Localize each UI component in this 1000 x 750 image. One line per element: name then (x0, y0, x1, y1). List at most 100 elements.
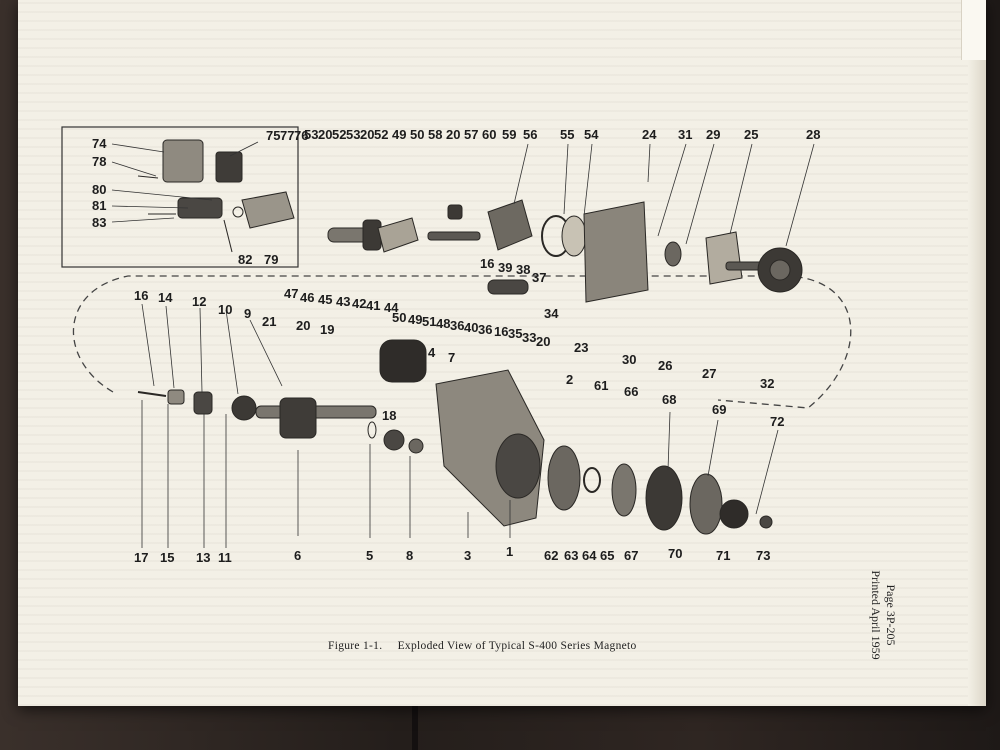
callout: 77 (280, 128, 294, 143)
callout: 50 (392, 310, 406, 325)
lower-assembly-parts (137, 339, 773, 535)
callout: 43 (336, 294, 350, 309)
callout: 80 (92, 182, 106, 197)
callout: 41 (366, 298, 380, 313)
callout: 52 (374, 127, 388, 142)
callout: 79 (264, 252, 278, 267)
figure-number: Figure 1-1. (328, 640, 383, 652)
callout: 52 (332, 127, 346, 142)
callout: 8 (406, 548, 413, 563)
page-number: Page 3P-205 (884, 584, 898, 646)
callout: 47 (284, 286, 298, 301)
callout: 53 (304, 127, 318, 142)
callout: 74 (92, 136, 107, 151)
inset-callouts: 74 75 77 76 78 80 81 83 82 79 (92, 128, 308, 267)
callout: 78 (92, 154, 106, 169)
callout: 63 (564, 548, 578, 563)
callout: 69 (712, 402, 726, 417)
callout: 27 (702, 366, 716, 381)
callout: 73 (756, 548, 770, 563)
callout: 49 (408, 312, 422, 327)
upper-assembly-parts (327, 199, 803, 303)
callout: 39 (498, 260, 512, 275)
callout: 20 (296, 318, 310, 333)
figure-title: Exploded View of Typical S-400 Series Ma… (397, 640, 637, 652)
callout: 56 (523, 127, 537, 142)
exploded-view-diagram: 74 75 77 76 78 80 81 83 82 79 53 20 52 5… (61, 126, 852, 565)
callout: 15 (160, 550, 174, 565)
callout: 72 (770, 414, 784, 429)
callout: 4 (428, 345, 436, 360)
callout: 42 (352, 296, 366, 311)
callout: 12 (192, 294, 206, 309)
callout: 40 (464, 320, 478, 335)
upper-row-callouts: 53 20 52 53 20 52 49 50 58 20 57 60 59 5… (304, 127, 820, 142)
callout: 51 (422, 314, 436, 329)
leader-lines (111, 141, 815, 548)
callout: 34 (544, 306, 559, 321)
callout: 62 (544, 548, 558, 563)
callout: 75 (266, 128, 280, 143)
page-corner-fold (961, 0, 986, 60)
callout: 38 (516, 262, 530, 277)
callout: 53 (346, 127, 360, 142)
callout: 30 (622, 352, 636, 367)
callout: 67 (624, 548, 638, 563)
callout: 50 (410, 127, 424, 142)
callout: 19 (320, 322, 334, 337)
callout: 24 (642, 127, 657, 142)
callout: 81 (92, 198, 106, 213)
callout: 20 (360, 127, 374, 142)
callout: 54 (584, 127, 599, 142)
callout: 20 (446, 127, 460, 142)
callout: 33 (522, 330, 536, 345)
print-date: Printed April 1959 (869, 570, 883, 660)
callout: 44 (384, 300, 399, 315)
callout: 64 (582, 548, 597, 563)
lower-bottom-callouts: 17 15 13 11 6 5 8 3 1 62 63 64 65 67 70 … (134, 544, 770, 565)
inset-parts (137, 139, 295, 253)
callout: 37 (532, 270, 546, 285)
callout: 60 (482, 127, 496, 142)
lower-top-callouts: 16 14 12 10 9 21 20 19 4 7 2 61 66 68 69… (134, 288, 784, 429)
callout: 16 (494, 324, 508, 339)
callout: 45 (318, 292, 332, 307)
callout: 65 (600, 548, 614, 563)
callout: 71 (716, 548, 730, 563)
callout: 2 (566, 372, 573, 387)
callout: 16 (480, 256, 494, 271)
manual-page: 74 75 77 76 78 80 81 83 82 79 53 20 52 5… (18, 0, 986, 706)
page-info: Page 3P-205 Printed April 1959 (868, 535, 898, 695)
callout: 58 (428, 127, 442, 142)
callout: 70 (668, 546, 682, 561)
callout: 76 (294, 128, 308, 143)
callout: 18 (382, 408, 396, 423)
callout: 1 (506, 544, 513, 559)
callout: 5 (366, 548, 373, 563)
callout: 59 (502, 127, 516, 142)
callout: 55 (560, 127, 574, 142)
callout: 26 (658, 358, 672, 373)
callout: 20 (318, 127, 332, 142)
callout: 21 (262, 314, 276, 329)
callout: 83 (92, 215, 106, 230)
callout: 31 (678, 127, 692, 142)
callout: 66 (624, 384, 638, 399)
callout: 36 (450, 318, 464, 333)
callout: 10 (218, 302, 232, 317)
callout: 29 (706, 127, 720, 142)
callout: 17 (134, 550, 148, 565)
callout: 61 (594, 378, 608, 393)
callout: 28 (806, 127, 820, 142)
callout: 82 (238, 252, 252, 267)
inset-frame (61, 126, 299, 268)
callout: 48 (436, 316, 450, 331)
upper-bottom-callouts: 47 46 45 43 42 41 44 50 49 51 48 36 40 3… (284, 256, 774, 391)
page-texture (18, 0, 986, 706)
callout: 6 (294, 548, 301, 563)
callout: 20 (536, 334, 550, 349)
callout: 68 (662, 392, 676, 407)
figure-caption: Figure 1-1. Exploded View of Typical S-4… (328, 640, 637, 652)
callout: 23 (574, 340, 588, 355)
callout: 32 (760, 376, 774, 391)
